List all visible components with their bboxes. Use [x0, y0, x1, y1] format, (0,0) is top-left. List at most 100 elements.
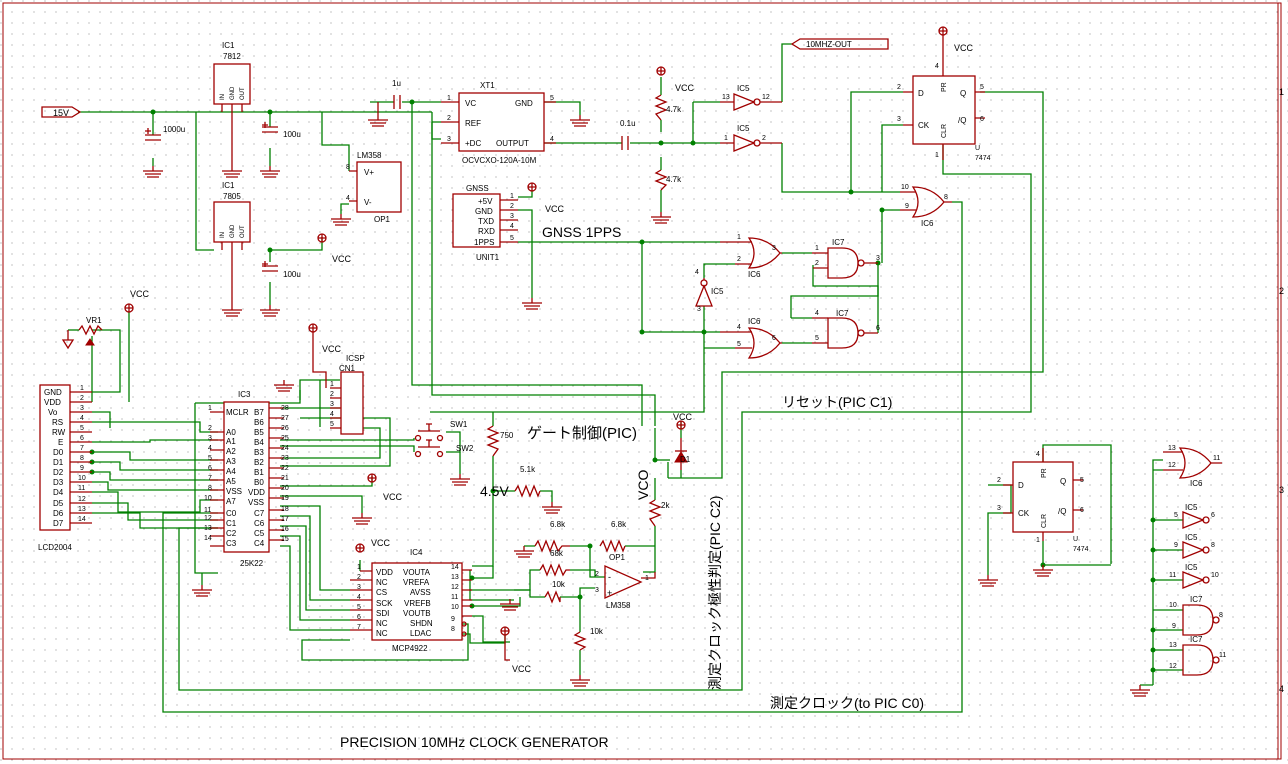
svg-text:5: 5: [357, 604, 361, 611]
svg-text:U: U: [1073, 536, 1078, 543]
svg-text:B2: B2: [254, 458, 264, 467]
svg-text:C2: C2: [226, 529, 237, 538]
svg-text:4: 4: [80, 415, 84, 422]
svg-text:3: 3: [357, 584, 361, 591]
vcc-symbol-ic3: VCC: [351, 473, 403, 525]
svg-text:VREFA: VREFA: [403, 578, 430, 587]
svg-text:10: 10: [1211, 572, 1219, 579]
svg-text:4: 4: [737, 324, 741, 331]
schematic-title: PRECISION 10MHz CLOCK GENERATOR: [340, 734, 609, 750]
dac-ic4-mcp4922: VCC IC4 MCP4922 VDD NC CS SCK SDI NC NC …: [350, 538, 532, 674]
or-gate-ic6-8: 109 8 IC6: [900, 184, 952, 228]
svg-text:VDD: VDD: [376, 568, 393, 577]
svg-text:PR: PR: [941, 82, 948, 92]
svg-text:6: 6: [980, 116, 984, 123]
svg-text:12: 12: [78, 496, 86, 503]
svg-text:2: 2: [330, 391, 334, 398]
svg-text:25K22: 25K22: [240, 559, 264, 568]
mcu-ic3-25k22: IC3 25K22 MCLR A0 A1 A2 A3 A4 A5 VSS A7 …: [191, 390, 289, 597]
svg-text:IN: IN: [220, 94, 226, 100]
svg-text:NC: NC: [376, 578, 388, 587]
svg-text:13: 13: [1168, 445, 1176, 452]
capacitor-0.1u: 0.1u: [620, 119, 636, 150]
svg-text:6: 6: [1080, 507, 1084, 514]
svg-text:13: 13: [1169, 642, 1177, 649]
svg-text:19: 19: [281, 495, 289, 502]
potentiometer-vr1: VR1: [61, 316, 103, 350]
switch-sw1: SW1: [414, 420, 468, 442]
svg-text:LDAC: LDAC: [410, 629, 432, 638]
svg-text:11: 11: [204, 507, 211, 514]
svg-text:D2: D2: [53, 468, 64, 477]
svg-text:ICSP: ICSP: [346, 354, 365, 363]
svg-text:5: 5: [737, 341, 741, 348]
svg-text:10: 10: [78, 475, 86, 482]
svg-text:3: 3: [697, 306, 701, 313]
resistor-68k: 68k: [539, 549, 570, 577]
svg-text:10: 10: [901, 184, 909, 191]
svg-text:CLR: CLR: [941, 124, 948, 138]
annotation-measure-clock: 測定クロック(to PIC C0): [770, 695, 924, 711]
net-label-10mhz-out: 10MHZ-OUT: [790, 38, 889, 50]
svg-text:3: 3: [447, 136, 451, 143]
resistor-2k: 2k: [648, 499, 670, 527]
svg-text:NC: NC: [376, 619, 388, 628]
svg-text:B6: B6: [254, 418, 264, 427]
svg-text:LCD2004: LCD2004: [38, 543, 72, 552]
annotation-measure-clock-polarity: 測定クロック極性判定(PIC C2): [707, 496, 723, 690]
svg-text:XT1: XT1: [480, 81, 495, 90]
svg-text:VCC: VCC: [954, 43, 974, 53]
svg-text:+DC: +DC: [465, 139, 481, 148]
svg-text:15: 15: [281, 536, 289, 543]
svg-text:3: 3: [772, 245, 776, 252]
svg-text:IC5: IC5: [1185, 503, 1198, 512]
svg-text:C4: C4: [254, 539, 265, 548]
svg-text:13: 13: [78, 506, 86, 513]
svg-text:1PPS: 1PPS: [474, 238, 494, 247]
svg-text:2: 2: [357, 574, 361, 581]
frame-number-2: 2: [1279, 286, 1284, 296]
svg-text:1: 1: [447, 95, 451, 102]
svg-text:GND: GND: [44, 388, 62, 397]
svg-text:D6: D6: [53, 509, 64, 518]
svg-text:LM358: LM358: [357, 151, 382, 160]
svg-text:SCK: SCK: [376, 599, 393, 608]
resistor-5.1k: 5.1k: [514, 465, 563, 514]
svg-text:IC6: IC6: [921, 219, 934, 228]
svg-text:B3: B3: [254, 448, 264, 457]
svg-text:4: 4: [550, 136, 554, 143]
annotation-vco: VCO: [635, 470, 651, 500]
capacitor-1u: 1u: [367, 79, 401, 127]
frame-number-3: 3: [1279, 485, 1284, 495]
svg-text:13: 13: [722, 94, 730, 101]
svg-text:4.7k: 4.7k: [666, 105, 682, 114]
svg-text:4: 4: [208, 445, 212, 452]
svg-text:IC1: IC1: [222, 41, 235, 50]
svg-text:RS: RS: [52, 418, 63, 427]
svg-text:6: 6: [1211, 512, 1215, 519]
svg-text:VREFB: VREFB: [404, 599, 431, 608]
svg-text:11: 11: [1169, 572, 1176, 579]
svg-text:27: 27: [281, 415, 289, 422]
svg-text:28: 28: [281, 405, 289, 412]
svg-text:3: 3: [997, 505, 1001, 512]
svg-text:A3: A3: [226, 457, 236, 466]
svg-text:IC3: IC3: [238, 390, 251, 399]
svg-text:4: 4: [510, 223, 514, 230]
svg-text:B7: B7: [254, 408, 264, 417]
svg-text:CS: CS: [376, 588, 387, 597]
svg-text:21: 21: [281, 475, 289, 482]
svg-text:GND: GND: [230, 224, 236, 238]
junctions: [89, 99, 1156, 673]
svg-text:750: 750: [500, 431, 514, 440]
svg-text:OP1: OP1: [374, 215, 391, 224]
lcd2004: GND VDD Vo RS RW E D0 D1 D2 D3 D4 D5 D6 …: [38, 384, 92, 552]
svg-text:GND: GND: [230, 86, 236, 100]
svg-text:GND: GND: [475, 207, 493, 216]
svg-text:14: 14: [78, 516, 86, 523]
